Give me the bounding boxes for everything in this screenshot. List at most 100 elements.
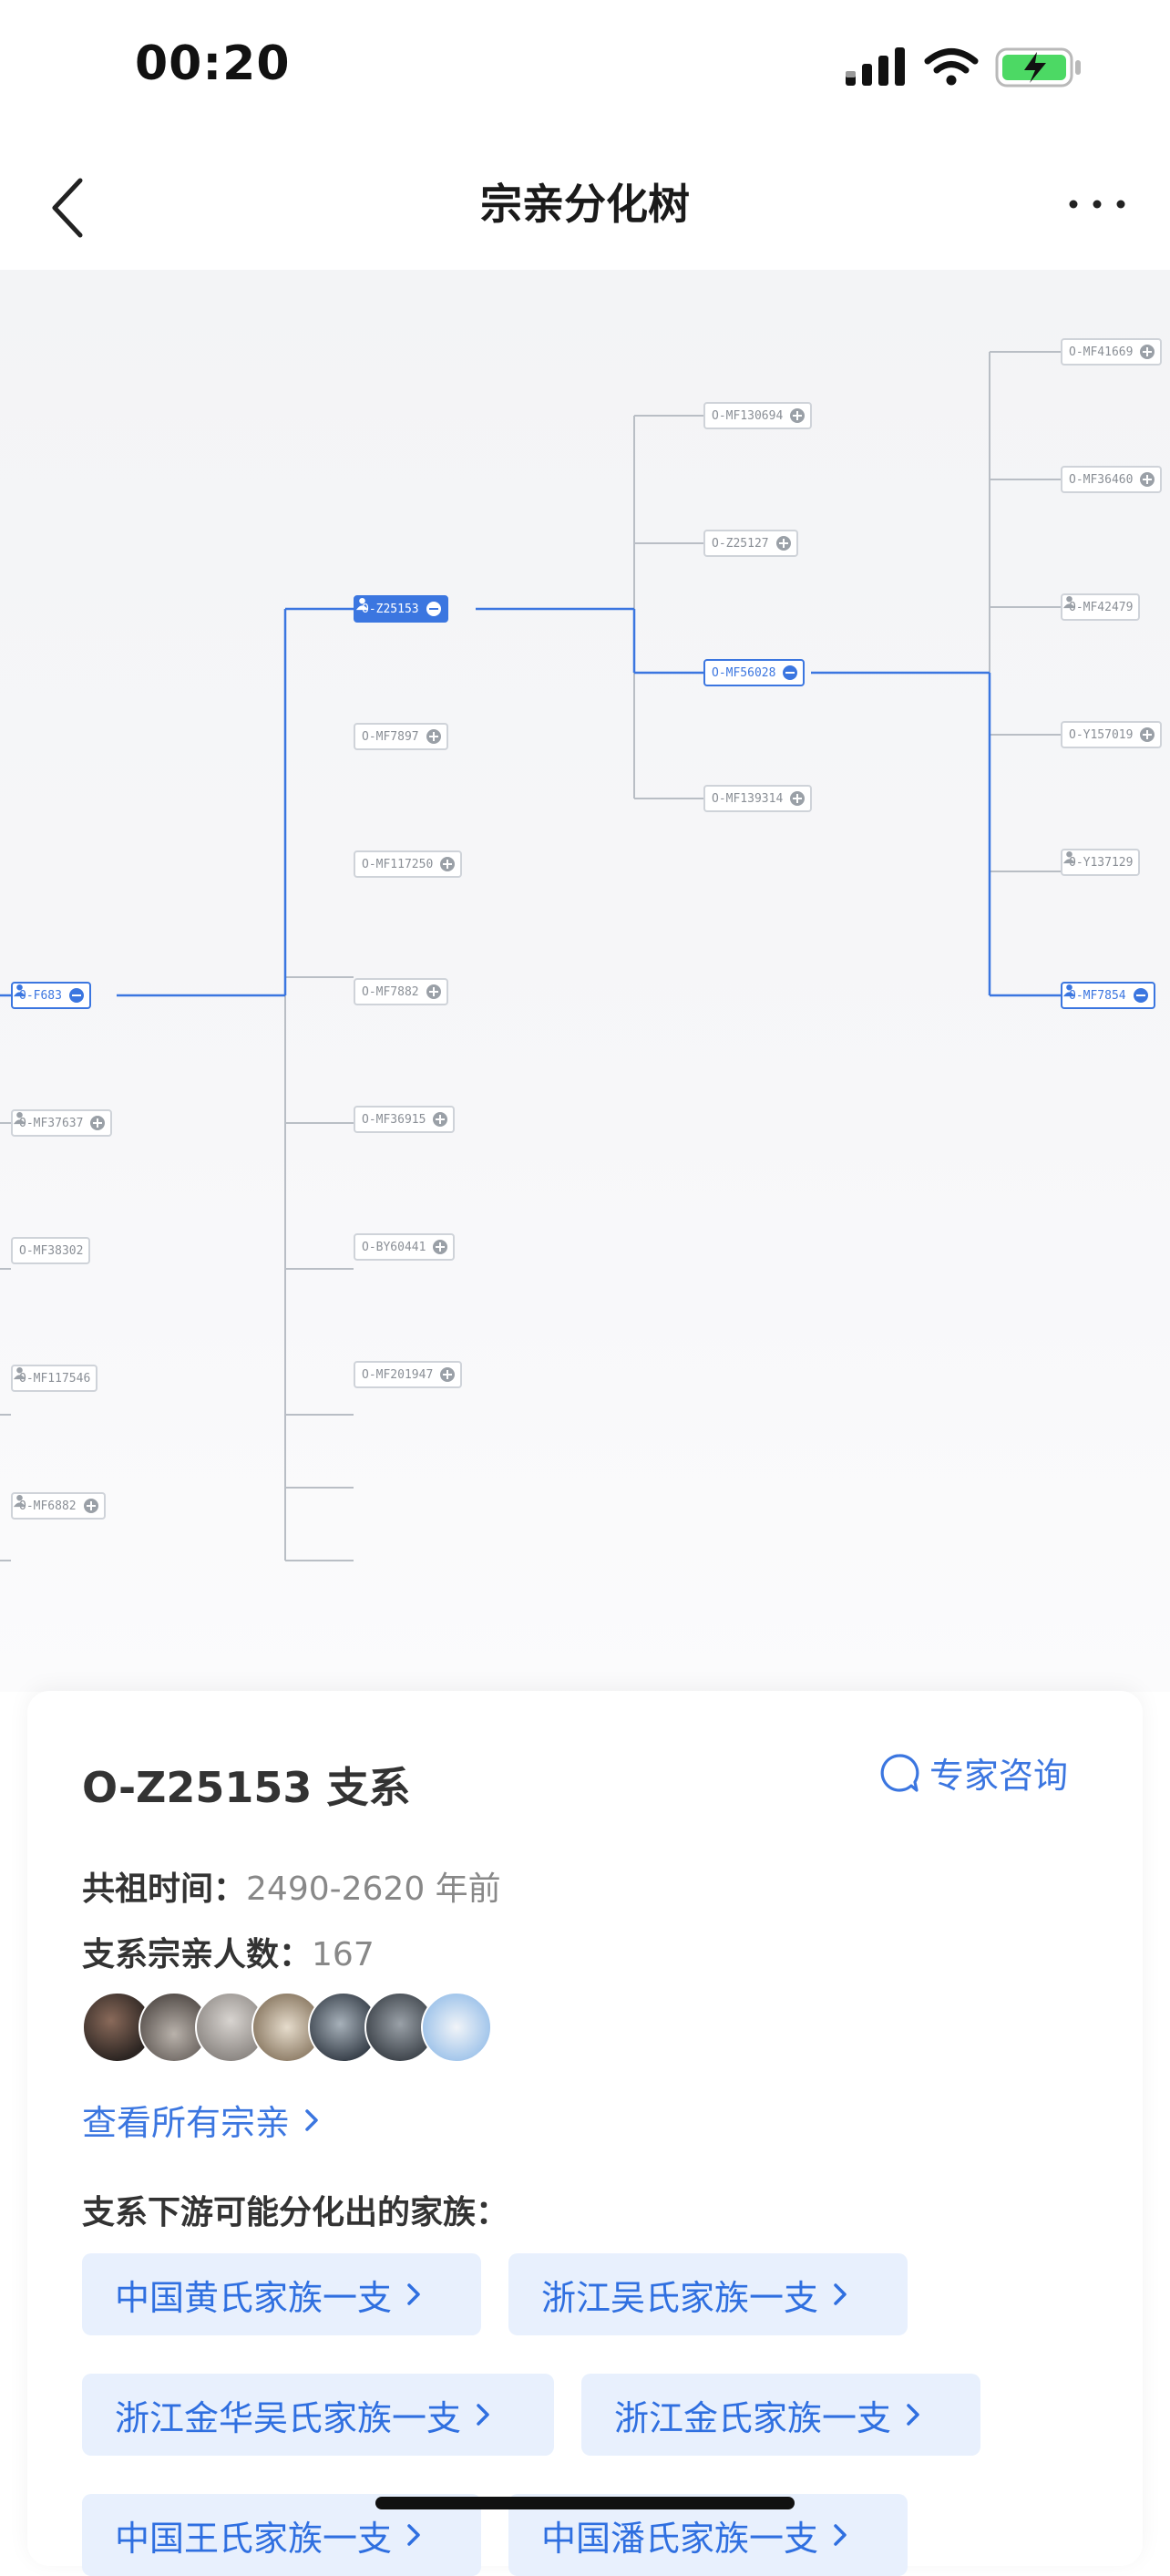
expand-toggle-icon[interactable] [433,1240,448,1254]
tree-node[interactable]: O-MF117546 [11,1365,98,1392]
person-icon [13,984,26,997]
expert-consult-button[interactable]: 专家咨询 [878,1747,1068,1798]
tree-node[interactable]: O-MF139314 [703,785,813,812]
tree-node[interactable]: O-MF7854 [1061,982,1155,1009]
tree-node[interactable]: O-F683 [11,982,91,1009]
tree-node[interactable]: O-MF36915 [354,1106,456,1133]
node-label: O-MF7897 [362,729,419,744]
node-label: O-MF41669 [1069,345,1134,359]
wifi-icon [924,48,979,86]
family-chip-label: 浙江金氏家族一支 [614,2397,892,2438]
expand-toggle-icon[interactable] [433,1112,448,1127]
chevron-right-icon [907,2404,919,2426]
expand-toggle-icon[interactable] [1140,472,1155,487]
lineage-tree-canvas[interactable]: O-F683 O-MF37637 O-MF38302 O-MF117546 O-… [0,270,1170,1692]
tree-node[interactable]: O-MF6882 [11,1492,106,1520]
chevron-right-icon [834,2524,847,2546]
person-icon [13,1111,26,1125]
expand-toggle-icon[interactable] [790,408,806,423]
status-time: 00:20 [135,36,291,91]
expand-toggle-icon[interactable] [775,536,791,551]
view-all-relatives-link[interactable]: 查看所有宗亲 [82,2095,321,2145]
branch-detail-card: O-Z25153 支系 专家咨询 共祖时间：2490-2620 年前 支系宗亲人… [27,1691,1143,2576]
tree-node[interactable]: O-MF36460 [1061,466,1163,493]
expand-toggle-icon[interactable] [440,1367,456,1382]
tree-node[interactable]: O-BY60441 [354,1233,456,1261]
family-chip-label: 中国王氏家族一支 [115,2518,393,2559]
chevron-right-icon [407,2283,420,2305]
tree-node-selected[interactable]: O-Z25153 [354,595,448,623]
node-label: O-MF7882 [362,984,419,999]
chevron-left-icon [52,178,83,238]
tree-node[interactable]: O-Z25127 [703,530,798,557]
avatar[interactable] [364,1992,436,2063]
node-label: O-MF36460 [1069,472,1134,487]
node-label: O-MF42479 [1069,600,1134,614]
tree-connector-lines [0,351,1061,1561]
expand-toggle-icon[interactable] [790,791,806,806]
home-indicator[interactable] [375,2497,795,2509]
expand-toggle-icon[interactable] [426,729,441,744]
tree-node[interactable]: O-MF7897 [354,723,448,750]
node-label: O-MF7854 [1069,988,1126,1003]
node-label: O-MF37637 [19,1116,84,1130]
count-value: 167 [312,1936,375,1973]
tree-node[interactable]: O-MF38302 [11,1237,91,1264]
node-label: O-MF36915 [362,1112,426,1127]
person-icon [13,1366,26,1380]
tree-node[interactable]: O-MF117250 [354,850,463,878]
family-chip[interactable]: 中国黄氏家族一支 [82,2253,481,2335]
branch-title: O-Z25153 支系 [82,1763,411,1812]
node-label: O-BY60441 [362,1240,426,1254]
collapse-toggle-icon[interactable] [426,602,441,616]
tree-node[interactable]: O-MF42479 [1061,593,1141,621]
tree-node[interactable]: O-Y157019 [1061,721,1163,748]
node-label: O-MF6882 [19,1499,77,1513]
common-ancestor-time-row: 共祖时间：2490-2620 年前 [82,1862,501,1910]
view-all-label: 查看所有宗亲 [82,2103,291,2143]
expand-toggle-icon[interactable] [426,984,441,999]
family-chip[interactable]: 浙江吴氏家族一支 [508,2253,908,2335]
person-icon [1062,850,1076,864]
node-label: O-MF38302 [19,1243,84,1258]
family-chip[interactable]: 浙江金华吴氏家族一支 [82,2374,554,2456]
tree-node[interactable]: O-MF7882 [354,978,448,1005]
node-label: O-MF139314 [712,791,784,806]
expand-toggle-icon[interactable] [440,857,456,871]
node-label: O-Z25127 [712,536,769,551]
back-button[interactable] [38,170,102,242]
tree-node[interactable]: O-Y137129 [1061,849,1141,876]
collapse-toggle-icon[interactable] [783,665,798,680]
person-icon [355,597,369,611]
more-options-button[interactable] [1061,173,1134,232]
node-label: O-MF56028 [712,665,776,680]
status-icons [846,44,1083,91]
tree-node[interactable]: O-MF130694 [703,402,813,429]
node-label: O-Y157019 [1069,727,1134,742]
person-icon [13,1494,26,1508]
family-chip-label: 中国黄氏家族一支 [115,2277,393,2318]
status-bar: 00:20 [0,0,1170,137]
tree-node[interactable]: O-MF37637 [11,1109,113,1137]
page-title: 宗亲分化树 [480,180,690,229]
time-value: 2490-2620 年前 [246,1870,501,1908]
chevron-right-icon [407,2524,420,2546]
person-icon [1062,984,1076,997]
expand-toggle-icon[interactable] [90,1116,106,1130]
family-chip[interactable]: 浙江金氏家族一支 [581,2374,980,2456]
node-label: O-MF201947 [362,1367,434,1382]
tree-node[interactable]: O-MF56028 [703,659,806,686]
avatar[interactable] [421,1992,492,2063]
expand-toggle-icon[interactable] [83,1499,98,1513]
chevron-right-icon [305,2108,318,2131]
collapse-toggle-icon[interactable] [68,988,84,1003]
collapse-toggle-icon[interactable] [1133,988,1148,1003]
tree-node[interactable]: O-MF41669 [1061,338,1163,366]
chevron-right-icon [834,2283,847,2305]
node-label: O-MF117546 [19,1371,91,1386]
expand-toggle-icon[interactable] [1140,345,1155,359]
nav-bar: 宗亲分化树 [0,137,1170,270]
expand-toggle-icon[interactable] [1140,727,1155,742]
person-icon [1062,595,1076,609]
tree-node[interactable]: O-MF201947 [354,1361,463,1388]
